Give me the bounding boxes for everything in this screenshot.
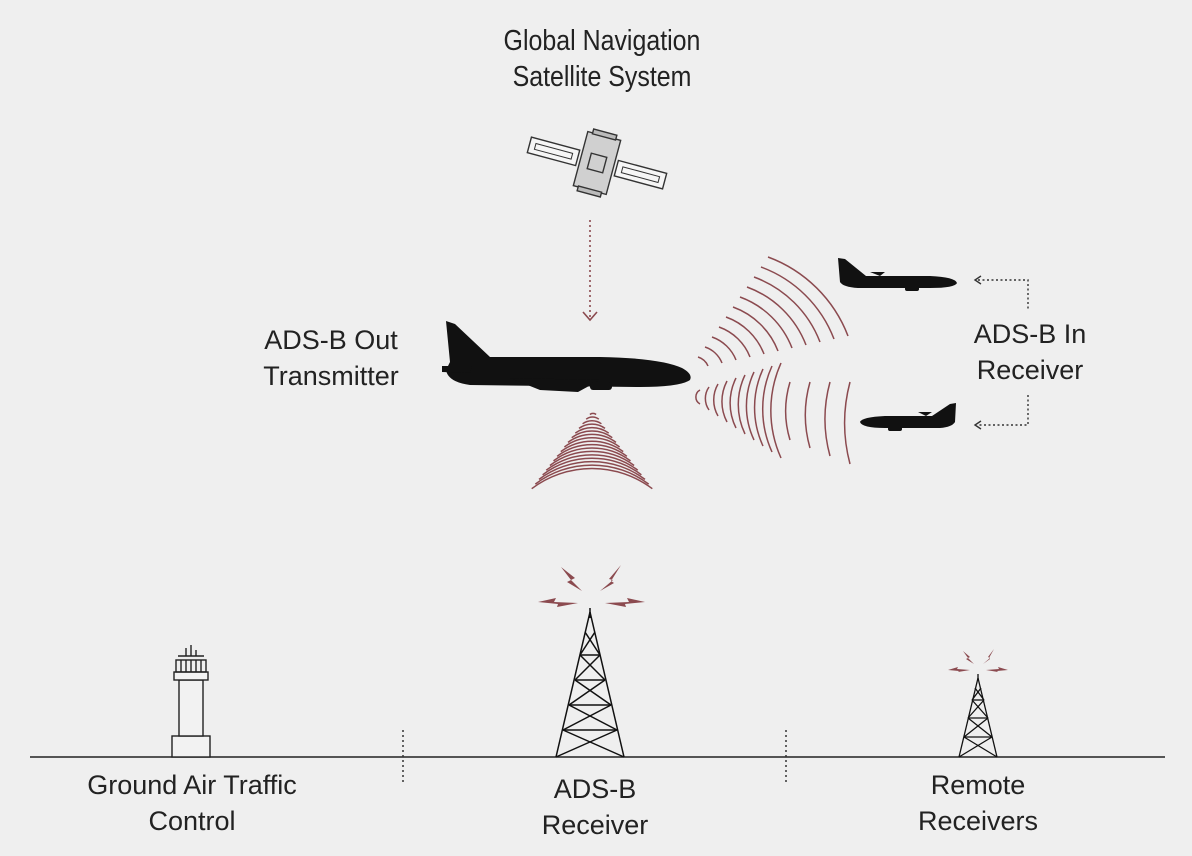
gnss-signal-arrow [582, 220, 598, 322]
airplane-icon [442, 321, 691, 392]
ground-atc-label-line2: Control [148, 806, 236, 836]
control-tower-icon [171, 645, 211, 758]
gnss-label: Global Navigation Satellite System [473, 23, 731, 95]
airplane-icon [838, 258, 957, 291]
arrow-head [973, 420, 982, 430]
ads-b-out-label-line1: ADS-B Out [264, 325, 398, 355]
ads-b-receiver-label: ADS-B Receiver [510, 771, 680, 843]
ads-b-receiver-label-line1: ADS-B [553, 774, 637, 804]
ground-atc-label-line1: Ground Air Traffic [87, 770, 297, 800]
radio-tower-icon [555, 608, 625, 758]
remote-receivers-label-line1: Remote [930, 770, 1026, 800]
satellite-icon [526, 128, 668, 198]
airplane-icon [860, 403, 956, 431]
signal-waves-icon [531, 412, 653, 490]
signal-waves-icon [697, 256, 849, 367]
ground-atc-label: Ground Air Traffic Control [62, 767, 322, 839]
radio-tower-icon [958, 674, 998, 758]
remote-receivers-label: Remote Receivers [893, 767, 1063, 839]
ads-b-receiver-label-line2: Receiver [541, 810, 649, 840]
ads-b-out-label: ADS-B Out Transmitter [236, 322, 426, 394]
remote-receivers-label-line2: Receivers [917, 806, 1039, 836]
gnss-label-line1: Global Navigation [503, 25, 701, 57]
gnss-label-line2: Satellite System [512, 61, 692, 93]
ads-b-in-label-line1: ADS-B In [973, 319, 1087, 349]
signal-waves-icon [695, 362, 851, 465]
ads-b-out-label-line2: Transmitter [263, 361, 399, 391]
signal-bolt-icon [538, 565, 645, 607]
ads-b-in-label: ADS-B In Receiver [950, 316, 1110, 388]
ads-b-in-bracket [978, 279, 1029, 426]
arrow-head [973, 275, 982, 285]
signal-bolt-icon [948, 649, 1008, 672]
ads-b-in-label-line2: Receiver [976, 355, 1084, 385]
